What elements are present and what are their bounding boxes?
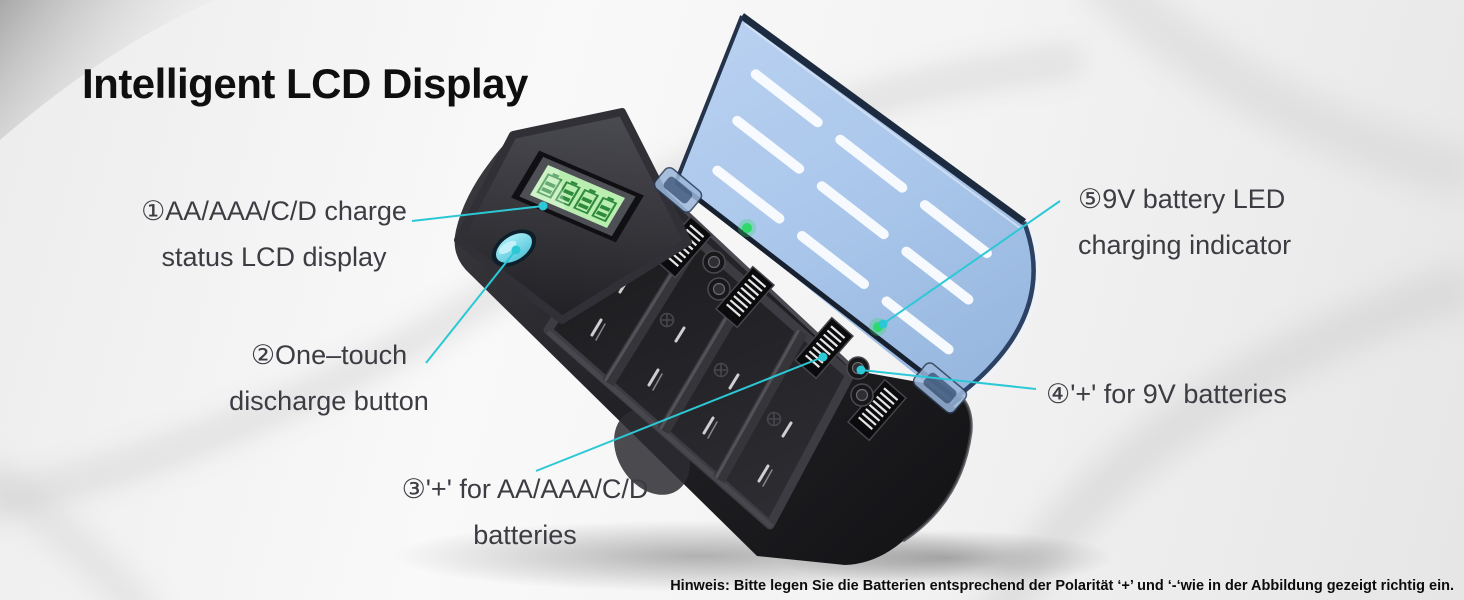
callout-line-5 — [882, 200, 1061, 325]
corner-fold — [0, 0, 215, 140]
callout-dots — [511, 201, 888, 375]
callout-line-2 — [425, 249, 517, 364]
nine-volt-terminals — [702, 250, 874, 407]
lid-vent-slots — [712, 69, 992, 355]
callout-plus-aa-batteries: ③'+' for AA/AAA/C/D batteries — [373, 466, 677, 558]
transparent-lid — [653, 13, 1040, 414]
callout-line-3 — [535, 356, 824, 472]
nine-volt-terminal — [702, 250, 731, 301]
callout-lcd-display: ①AA/AAA/C/D charge status LCD display — [118, 188, 430, 280]
callout-line1: ②One–touch — [250, 340, 408, 370]
callout-line1: ④'+' for 9V batteries — [1046, 379, 1287, 409]
lid-top-rim — [739, 13, 1027, 225]
lcd-display — [511, 150, 644, 243]
callout-line1: ①AA/AAA/C/D charge — [141, 196, 407, 226]
callout-lines — [411, 200, 1061, 472]
status-led — [742, 223, 752, 233]
callout-line1: ③'+' for AA/AAA/C/D — [401, 474, 649, 504]
discharge-button — [491, 229, 537, 267]
callout-line2: status LCD display — [161, 242, 387, 272]
callout-line2: batteries — [473, 520, 577, 550]
callout-dot-2 — [511, 245, 521, 255]
callout-dot-3 — [818, 352, 828, 362]
callout-9v-led-indicator: ⑤9V battery LED charging indicator — [1078, 176, 1398, 268]
spring-clips — [590, 277, 793, 487]
lid-hinge — [912, 362, 968, 414]
charger-body — [454, 108, 973, 565]
callout-dot-5 — [878, 319, 888, 329]
callout-line1: ⑤9V battery LED — [1078, 184, 1286, 214]
lid-right-rim — [948, 221, 1036, 404]
callout-line2: charging indicator — [1078, 230, 1292, 260]
callout-plus-9v-batteries: ④'+' for 9V batteries — [1046, 371, 1386, 417]
callout-line2: discharge button — [229, 386, 429, 416]
lid-hinge-edge — [674, 180, 960, 402]
charging-contact-plates — [653, 215, 907, 442]
callout-dot-1 — [538, 201, 548, 211]
page-title: Intelligent LCD Display — [82, 60, 528, 107]
callout-line-1 — [411, 205, 544, 222]
screen-glare — [530, 165, 566, 211]
polarity-note: Hinweis: Bitte legen Sie die Batterien e… — [670, 578, 1454, 594]
callout-dot-4 — [856, 365, 866, 375]
lid-hinge — [653, 166, 703, 214]
callout-line-4 — [860, 369, 1037, 390]
callout-discharge-button: ②One–touch discharge button — [183, 332, 475, 424]
front-rim-edge — [546, 330, 774, 529]
